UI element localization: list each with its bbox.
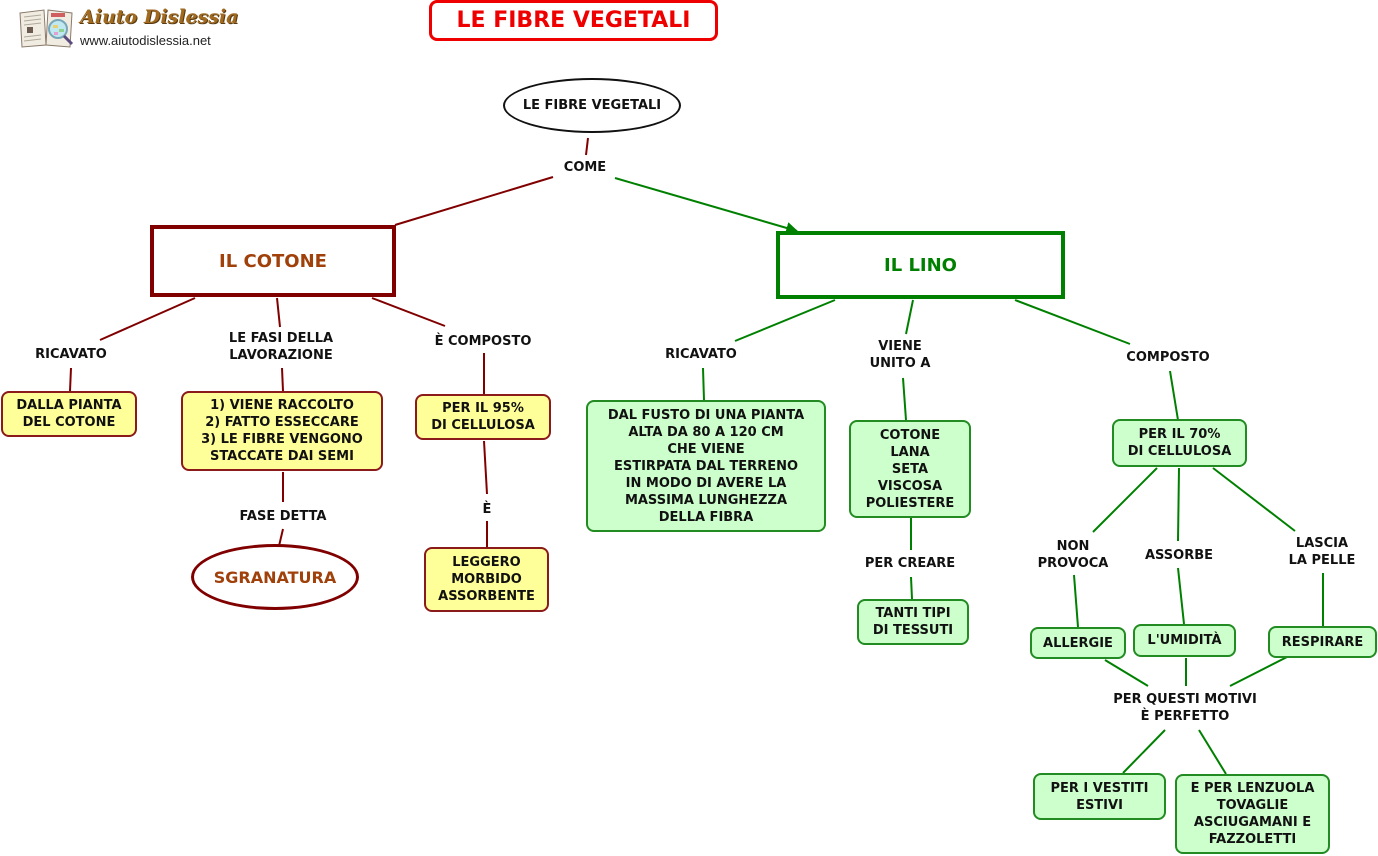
link-label-come: COME: [563, 159, 607, 175]
link-creare-tanti: [910, 576, 913, 600]
link-lino-unito: [905, 299, 914, 335]
link-label-lascia-pelle: LASCIA LA PELLE: [1288, 536, 1356, 568]
concept-dalla-pianta[interactable]: DALLA PIANTA DEL COTONE: [1, 391, 137, 437]
link-label-fasi: LE FASI DELLA LAVORAZIONE: [228, 331, 334, 363]
logo-name: Aiuto Dislessia: [80, 6, 239, 28]
concept-qualita-cotone[interactable]: LEGGERO MORBIDO ASSORBENTE: [424, 547, 549, 612]
logo-url[interactable]: www.aiutodislessia.net: [80, 33, 211, 48]
concept-respirare[interactable]: RESPIRARE: [1268, 626, 1377, 658]
link-lino-ricavato: [734, 299, 836, 342]
link-cotone-composto: [371, 297, 446, 327]
link-label-e-composto: È COMPOSTO: [434, 333, 532, 349]
concept-allergie[interactable]: ALLERGIE: [1030, 627, 1126, 659]
link-label-lino-ricavato: RICAVATO: [665, 346, 737, 362]
concept-sgranatura[interactable]: SGRANATURA: [191, 544, 359, 610]
link-root-come: [585, 137, 589, 156]
concept-cotone[interactable]: IL COTONE: [150, 225, 396, 297]
link-label-composto: COMPOSTO: [1126, 349, 1210, 365]
link-95-e: [483, 440, 488, 495]
concept-vestiti-estivi[interactable]: PER I VESTITI ESTIVI: [1033, 773, 1166, 820]
link-come-cotone: [394, 176, 554, 226]
link-unito-box: [902, 377, 907, 421]
root-concept[interactable]: LE FIBRE VEGETALI: [503, 78, 681, 133]
link-motivi-lenzuola: [1198, 729, 1227, 775]
link-cotone-fasi: [276, 297, 281, 328]
link-fasi-box: [281, 367, 284, 392]
link-label-assorbe: ASSORBE: [1144, 547, 1214, 563]
concept-fibre-unite[interactable]: COTONE LANA SETA VISCOSA POLIESTERE: [849, 420, 971, 518]
link-70-assorbe: [1177, 467, 1180, 542]
link-label-non-provoca: NON PROVOCA: [1037, 539, 1109, 571]
link-lino-composto: [1014, 299, 1131, 345]
link-label-e: È: [482, 501, 492, 517]
link-non-allergie: [1073, 574, 1079, 628]
concept-lino[interactable]: IL LINO: [776, 231, 1065, 299]
link-70-lascia: [1212, 467, 1296, 532]
link-ricavato-dalla: [69, 367, 72, 392]
link-label-fase-detta: FASE DETTA: [239, 508, 327, 524]
concept-fusto[interactable]: DAL FUSTO DI UNA PIANTA ALTA DA 80 A 120…: [586, 400, 826, 532]
link-motivi-vestiti: [1122, 729, 1166, 774]
link-label-viene-unito: VIENE UNITO A: [869, 339, 931, 371]
concept-lenzuola[interactable]: E PER LENZUOLA TOVAGLIE ASCIUGAMANI E FA…: [1175, 774, 1330, 854]
concept-tessuti[interactable]: TANTI TIPI DI TESSUTI: [857, 599, 969, 645]
concept-umidita[interactable]: L'UMIDITÀ: [1133, 624, 1236, 657]
link-70-non: [1092, 467, 1158, 533]
link-composto-70: [1169, 370, 1179, 421]
link-label-per-creare: PER CREARE: [864, 555, 956, 571]
concept-70-cellulosa[interactable]: PER IL 70% DI CELLULOSA: [1112, 419, 1247, 467]
link-respirare-motivi: [1229, 656, 1288, 687]
link-label-per-questi-motivi: PER QUESTI MOTIVI È PERFETTO: [1113, 692, 1257, 724]
link-assorbe-umidita: [1177, 567, 1185, 625]
concept-95-cellulosa[interactable]: PER IL 95% DI CELLULOSA: [415, 394, 551, 440]
link-allergie-motivi: [1104, 659, 1149, 687]
link-ricavato-fusto: [702, 367, 705, 401]
page-title: LE FIBRE VEGETALI: [429, 0, 718, 41]
link-label-cotone-ricavato: RICAVATO: [35, 346, 107, 362]
link-come-lino: [614, 177, 799, 234]
book-magnifier-icon: [19, 9, 74, 48]
concept-fasi[interactable]: 1) VIENE RACCOLTO 2) FATTO ESSECCARE 3) …: [181, 391, 383, 471]
link-cotone-ricavato: [99, 297, 196, 341]
